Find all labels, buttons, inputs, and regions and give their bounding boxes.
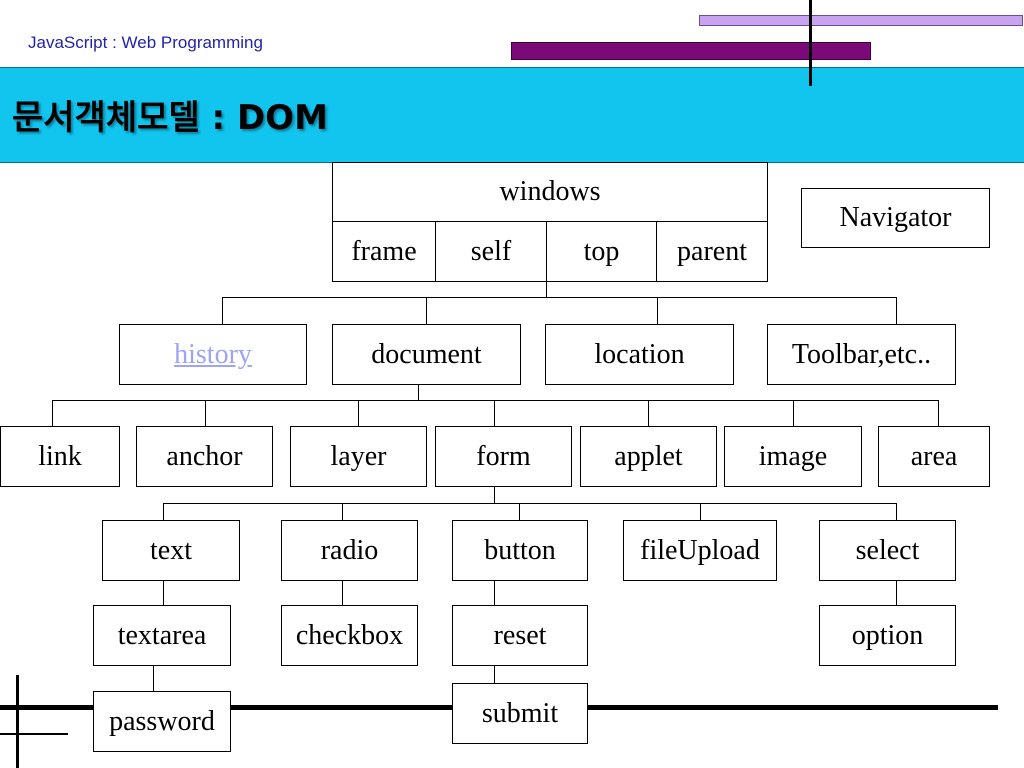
node-image: image (724, 426, 862, 487)
node-location: location (545, 324, 734, 385)
node-text: text (102, 520, 240, 581)
node-self: self (435, 221, 547, 282)
node-select: select (819, 520, 956, 581)
node-password: password (93, 691, 231, 752)
slide-subtitle: JavaScript : Web Programming (28, 33, 263, 52)
node-parent: parent (656, 221, 768, 282)
node-top: top (546, 221, 657, 282)
node-form: form (435, 426, 572, 487)
decorative-bar-dark (511, 42, 871, 60)
node-frame: frame (332, 221, 436, 282)
node-navigator: Navigator (801, 188, 990, 248)
node-anchor: anchor (136, 426, 273, 487)
node-textarea: textarea (93, 605, 231, 666)
node-radio: radio (281, 520, 418, 581)
title-banner (0, 67, 1024, 163)
decorative-bottom-vertical (16, 675, 19, 768)
node-windows: windows (332, 162, 768, 222)
node-toolbar: Toolbar,etc.. (767, 324, 956, 385)
node-button: button (452, 520, 588, 581)
slide-title: 문서객체모델 : DOM (12, 98, 328, 138)
node-link: link (0, 426, 120, 487)
node-fileupload: fileUpload (623, 520, 777, 581)
decorative-bar-light (699, 15, 1023, 26)
node-option: option (819, 605, 956, 666)
decorative-vertical-line (809, 0, 812, 86)
node-submit: submit (452, 683, 588, 744)
node-checkbox: checkbox (281, 605, 418, 666)
node-history-link[interactable]: history (119, 324, 307, 385)
node-area: area (878, 426, 990, 487)
node-reset: reset (452, 605, 588, 666)
node-layer: layer (290, 426, 427, 487)
decorative-bottom-short (0, 733, 68, 735)
node-document: document (332, 324, 521, 385)
node-applet: applet (580, 426, 717, 487)
